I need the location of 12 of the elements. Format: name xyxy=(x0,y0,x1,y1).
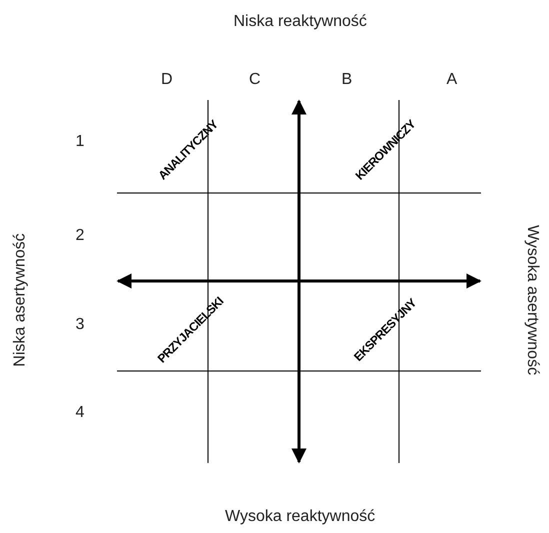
axis-title: Niska reaktywność xyxy=(234,14,367,30)
row-number: 4 xyxy=(76,405,84,421)
row-number: 3 xyxy=(76,317,84,333)
axis-title: Niska asertywność xyxy=(12,233,28,367)
column-letter: C xyxy=(249,72,261,88)
column-letter: B xyxy=(342,72,352,88)
axis-title: Wysoka reaktywność xyxy=(225,509,376,525)
row-number: 1 xyxy=(76,134,84,150)
column-letter: A xyxy=(446,72,458,88)
row-number: 2 xyxy=(76,228,84,244)
axis-title: Wysoka asertywność xyxy=(524,224,540,376)
column-letter: D xyxy=(161,72,173,88)
